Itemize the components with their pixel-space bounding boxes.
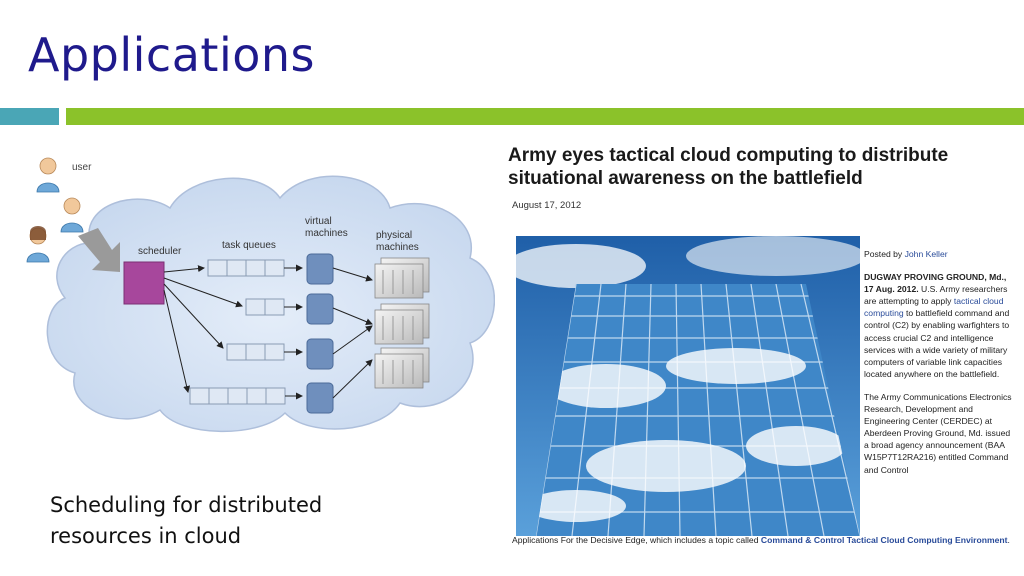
queue-arrows (284, 264, 303, 400)
task-queues-label: task queues (222, 240, 276, 251)
physical-machine-icon (374, 257, 430, 299)
physical-machine-icon (374, 347, 430, 389)
task-queue (207, 259, 285, 277)
scheduler-arrows (163, 265, 243, 393)
topic-link[interactable]: Command & Control Tactical Cloud Computi… (760, 535, 1008, 545)
article-sidebar-text: Posted by John Keller DUGWAY PROVING GRO… (864, 248, 1014, 487)
virtual-machines-label-1: virtual (305, 216, 332, 227)
author-link[interactable]: John Keller (904, 249, 948, 259)
physical-machines-label-2: machines (376, 242, 419, 253)
user-label: user (72, 162, 92, 173)
task-queue (245, 298, 285, 316)
paragraph-text: to battlefield command and control (C2) … (864, 308, 1010, 379)
headline-line: Army eyes tactical cloud computing to di… (508, 145, 949, 166)
physical-machines-label-1: physical (376, 230, 412, 241)
news-article: Army eyes tactical cloud computing to di… (508, 144, 1018, 564)
diagram-caption: Scheduling for distributed resources in … (50, 490, 350, 552)
caption-line: Scheduling for distributed (50, 493, 323, 517)
article-headline: Army eyes tactical cloud computing to di… (508, 144, 1013, 190)
paragraph-text: . (1007, 535, 1010, 545)
virtual-machines-label-2: machines (305, 228, 348, 239)
tactical-cloud-link[interactable]: tactical cloud computing (864, 296, 1004, 319)
virtual-machine (306, 338, 334, 370)
paragraph-text: Applications For the Decisive Edge, whic… (512, 535, 761, 545)
posted-by-label: Posted by (864, 249, 905, 259)
vm-arrows (332, 267, 373, 399)
paragraph-text: The Army Communications Electronics Rese… (864, 391, 1012, 475)
cloud-scheduling-diagram: user scheduler task queues virtual machi… (26, 157, 495, 433)
dateline: DUGWAY PROVING GROUND, Md., 17 Aug. 2012… (864, 272, 1007, 295)
caption-line: resources in cloud (50, 524, 242, 548)
user-icon (26, 226, 50, 263)
virtual-machine (306, 293, 334, 325)
article-date: August 17, 2012 (512, 200, 582, 211)
task-queue (189, 387, 286, 405)
headline-line: situational awareness on the battlefield (508, 168, 863, 189)
scheduler-label: scheduler (138, 246, 182, 257)
virtual-machine (306, 382, 334, 414)
user-icon (36, 157, 60, 193)
article-bottom-text: Applications For the Decisive Edge, whic… (512, 534, 1012, 546)
title-divider-accent (0, 108, 59, 125)
title-divider-bar (66, 108, 1024, 125)
cloud-building-photo (516, 236, 860, 536)
scheduler-box (123, 261, 165, 305)
user-icon (60, 197, 84, 233)
physical-machine-icon (374, 303, 430, 345)
request-arrow-icon (78, 228, 120, 272)
task-queue (226, 343, 285, 361)
slide-title: Applications (28, 28, 315, 82)
paragraph-text: U.S. Army researchers are attempting to … (864, 284, 1008, 307)
virtual-machine (306, 253, 334, 285)
